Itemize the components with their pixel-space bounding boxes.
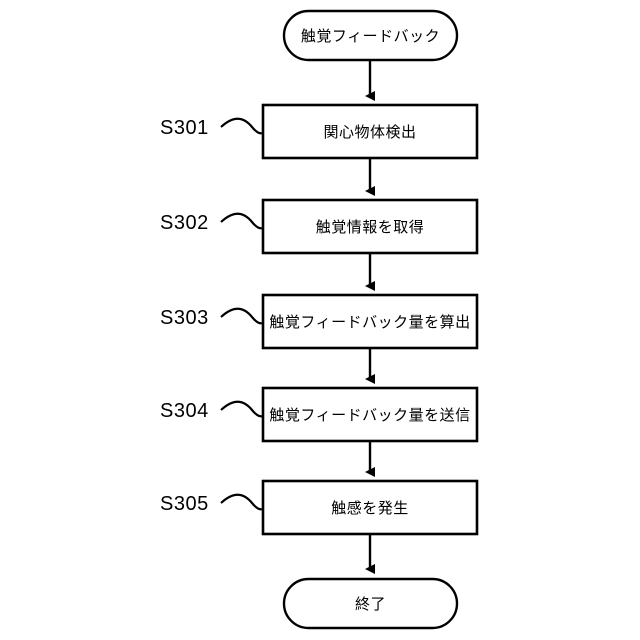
leader-line-s302 [220,212,264,230]
step-id-s305: S305 [160,493,209,515]
leader-line-s301 [220,117,264,135]
process-box-s303 [261,293,479,350]
step-id-s304: S304 [160,400,209,422]
process-box-s302 [261,198,479,255]
step-id-s303: S303 [160,307,209,329]
start-terminal-shape [282,9,459,62]
step-id-s301: S301 [160,117,209,139]
process-box-s305 [261,479,479,536]
leader-line-s303 [220,307,264,325]
process-box-s301 [261,103,479,160]
process-box-s304 [261,386,479,443]
leader-line-s305 [220,493,264,511]
leader-line-s304 [220,400,264,418]
step-id-s302: S302 [160,212,209,234]
end-terminal-shape [282,577,459,630]
